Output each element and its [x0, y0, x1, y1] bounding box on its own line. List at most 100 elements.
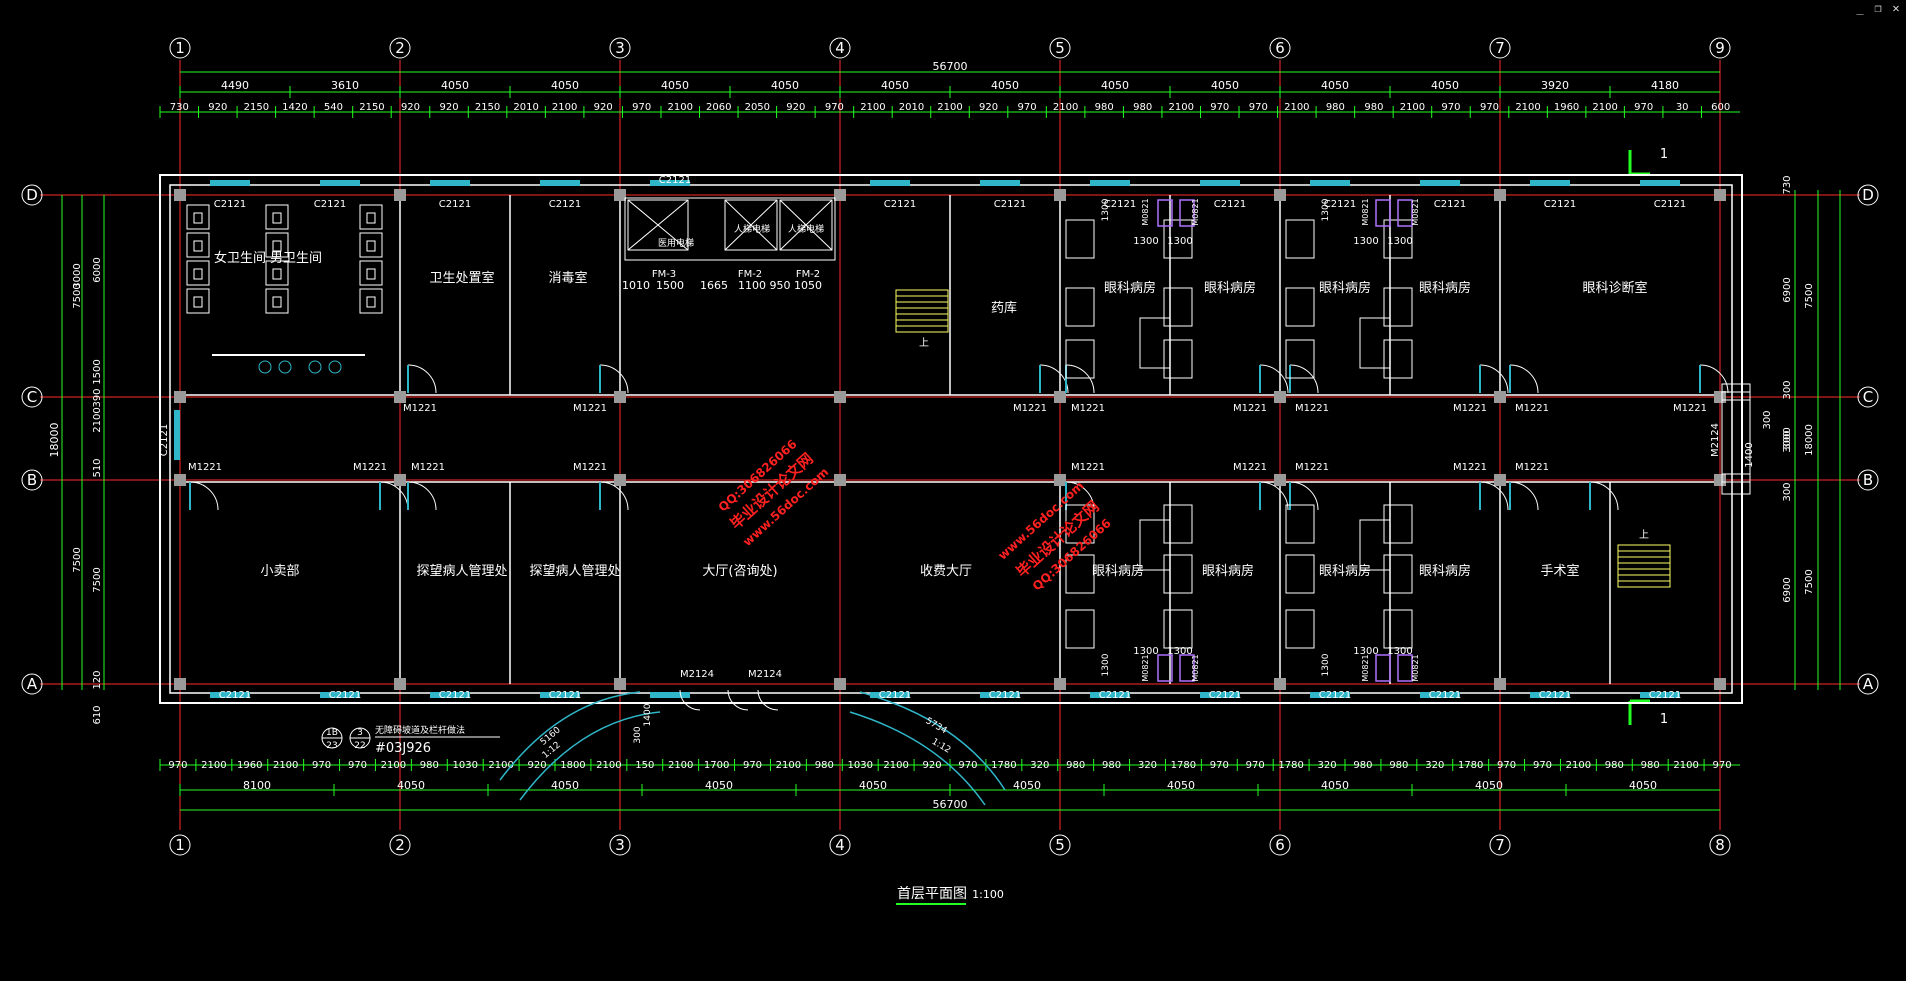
- elevator-door-fm2a: FM-2: [738, 269, 762, 280]
- axis-label-left: C: [27, 388, 37, 406]
- window-tag: C2121: [1214, 199, 1246, 210]
- stair-upper-frame: [895, 289, 949, 333]
- toilet-door-tag: M0821: [1361, 198, 1370, 225]
- ward-dim: 1300: [1387, 236, 1412, 247]
- side-door-tag: M2124: [1710, 423, 1721, 457]
- ward-bed: [1383, 287, 1413, 327]
- window-tag: C2121: [994, 199, 1026, 210]
- axis-label-top-circle: [169, 37, 191, 59]
- structural-column: [1054, 678, 1066, 690]
- dim-detail-top: 2100: [1168, 102, 1193, 113]
- dim-detail-bottom: 320: [1030, 760, 1049, 771]
- minimize-icon[interactable]: _: [1856, 1, 1864, 15]
- dim-bay-top: 4050: [441, 79, 469, 92]
- sink-basin: [308, 360, 322, 374]
- sink-basin: [258, 360, 272, 374]
- window-tag: C2121: [1319, 690, 1351, 701]
- entrance-door-tag: M2124: [680, 669, 714, 680]
- ramp-left-outer: [499, 691, 641, 781]
- window-tag-side: C2121: [159, 424, 170, 456]
- structural-column: [394, 678, 406, 690]
- door-swing-upper: [407, 364, 437, 394]
- dim-bay-bottom: 4050: [1629, 779, 1657, 792]
- dim-detail-bottom: 980: [1605, 760, 1624, 771]
- detail-callout-2-top: 3: [357, 728, 363, 738]
- toilet-fixture: [272, 296, 282, 308]
- structural-column: [614, 678, 626, 690]
- dim-right: 7500: [1804, 569, 1815, 594]
- ward-bed: [1065, 219, 1095, 259]
- ward-dim: 1300: [1101, 653, 1111, 676]
- dim-left: 7500: [72, 547, 83, 572]
- axis-label-bottom: 5: [1055, 836, 1065, 854]
- ward-bed: [1285, 609, 1315, 649]
- door-tag: M1221: [1453, 462, 1487, 473]
- close-icon[interactable]: ✕: [1892, 1, 1900, 15]
- dim-detail-bottom: 2100: [1673, 760, 1698, 771]
- dim-bay-bottom: 4050: [859, 779, 887, 792]
- dim-right: 3000: [1782, 427, 1793, 452]
- window-tag: C2121: [439, 690, 471, 701]
- structural-column: [394, 391, 406, 403]
- dim-detail-top: 2100: [1592, 102, 1617, 113]
- dim-bay-top: 4050: [1431, 79, 1459, 92]
- window-glass: [1640, 692, 1680, 698]
- dim-bay-bottom: 4050: [397, 779, 425, 792]
- window-glass: [650, 692, 690, 698]
- dim-bay-top: 3920: [1541, 79, 1569, 92]
- dim-detail-top: 2100: [937, 102, 962, 113]
- dim-detail-bottom: 1780: [1171, 760, 1196, 771]
- room-label-female-toilet: 女卫生间: [214, 250, 266, 266]
- structural-column: [1054, 391, 1066, 403]
- dim-detail-top: 2100: [860, 102, 885, 113]
- door-swing-lower: [407, 481, 437, 511]
- window-glass: [320, 180, 360, 186]
- dim-right: 730: [1782, 175, 1793, 194]
- window-glass: [1310, 692, 1350, 698]
- restore-icon[interactable]: ❐: [1874, 1, 1882, 15]
- outer-wall-outline: [159, 174, 1743, 704]
- axis-label-bottom: 4: [835, 836, 845, 854]
- window-glass: [1420, 692, 1460, 698]
- ward-dim: 1300: [1321, 653, 1331, 676]
- axis-label-top: 7: [1495, 39, 1505, 57]
- entrance-door-swing: [679, 689, 701, 711]
- room-label-ward-4: 眼科病房: [1419, 280, 1471, 296]
- ward-bed: [1065, 287, 1095, 327]
- door-swing-lower: [1589, 481, 1619, 511]
- structural-column: [834, 391, 846, 403]
- structural-column: [1714, 391, 1726, 403]
- toilet-stall: [265, 232, 289, 258]
- dim-detail-bottom: 980: [1353, 760, 1372, 771]
- elevator-dim: 1050: [794, 279, 822, 292]
- axis-label-right: B: [1863, 471, 1873, 489]
- section-mark-label: 1: [1660, 147, 1668, 162]
- inner-wall-outline: [169, 184, 1733, 694]
- axis-label-top-circle: [1269, 37, 1291, 59]
- axis-label-left-circle: [21, 673, 43, 695]
- dim-right: 300: [1782, 380, 1793, 399]
- door-tag: M1221: [1515, 462, 1549, 473]
- structural-column: [1494, 189, 1506, 201]
- door-swing-upper: [1259, 364, 1289, 394]
- window-tag: C2121: [884, 199, 916, 210]
- axis-label-bottom-circle: [829, 834, 851, 856]
- dim-detail-bottom: 2100: [381, 760, 406, 771]
- window-glass: [870, 692, 910, 698]
- ward-bed: [1359, 519, 1391, 571]
- dim-left: 610: [92, 705, 103, 724]
- dim-detail-top: 970: [825, 102, 844, 113]
- toilet-door-tag: M0821: [1141, 654, 1150, 681]
- window-glass: [870, 180, 910, 186]
- dim-detail-bottom: 2100: [1566, 760, 1591, 771]
- dim-detail-top: 970: [1210, 102, 1229, 113]
- structural-column: [1714, 474, 1726, 486]
- toilet-door-tag: M0821: [1191, 198, 1200, 225]
- dim-detail-bottom: 970: [743, 760, 762, 771]
- structural-column: [1274, 189, 1286, 201]
- window-glass: [1200, 180, 1240, 186]
